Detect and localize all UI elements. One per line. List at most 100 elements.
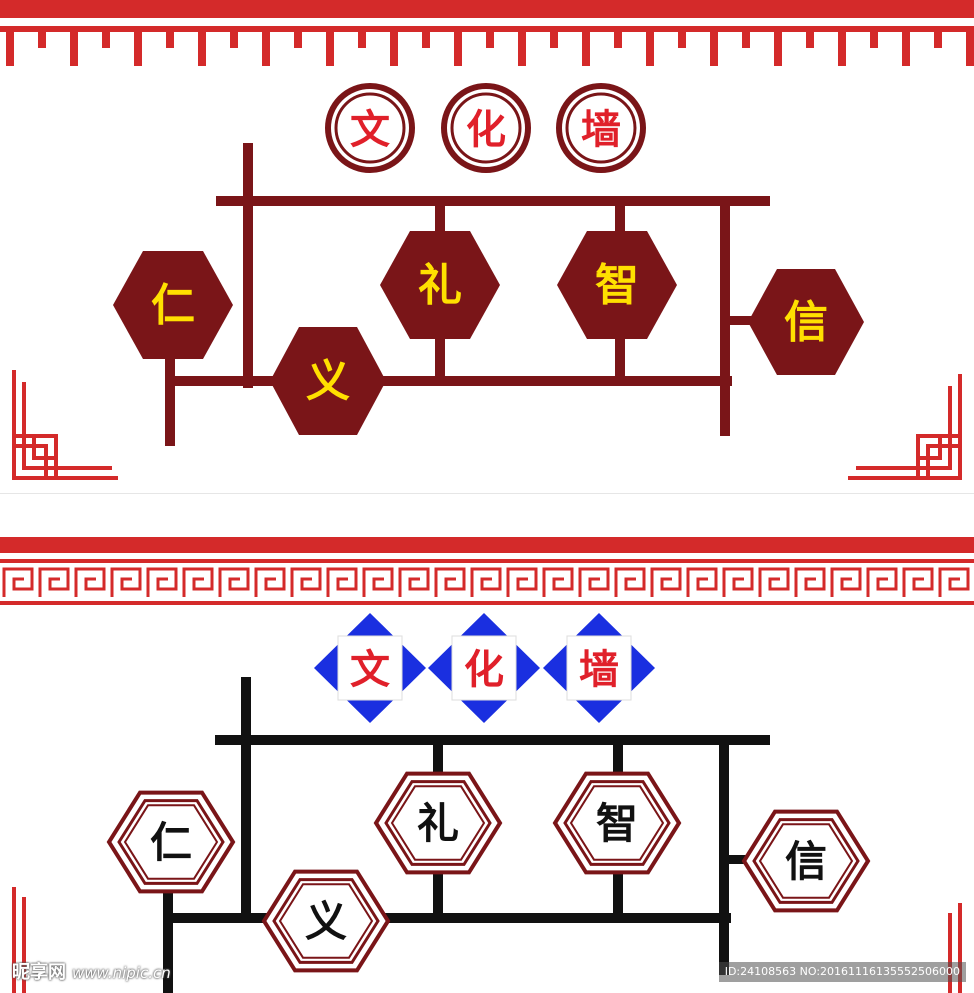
virtue-char-5: 信 [784,297,828,348]
culture-wall-black-artwork: 文 化 墙 仁义礼 智信 [0,537,974,993]
fringe-tooth [934,26,942,48]
virtue-hexagon-outline-1: 仁 [106,790,236,894]
fret-unit [650,567,682,597]
fringe-tooth [102,26,110,48]
fret-unit [290,567,322,597]
fringe-tooth [870,26,878,48]
virtue-hexagon-outline-4: 智 [552,771,682,875]
virtue-char-2: 义 [306,356,350,407]
fringe-tooth [294,26,302,48]
fret-unit [578,567,610,597]
title-char-2: 化 [466,106,506,153]
fret-unit [758,567,790,597]
fringe-tooth [454,26,462,66]
fringe-tooth [710,26,718,66]
fret-unit [74,567,106,597]
fringe-tooth [358,26,366,48]
corner-ornament-left [12,370,118,480]
fret-unit [866,567,898,597]
title-diamond-1: 文 [314,613,426,723]
fringe-tooth [774,26,782,66]
watermark-site-name: 昵享网 [12,962,66,983]
fringe-tooth [966,26,974,66]
hexagon-ring [272,878,380,964]
hexagon-ring [569,785,665,861]
virtue-hexagon-5: 信 [748,269,864,375]
fret-unit [686,567,718,597]
virtue-hexagon-outline-5: 信 [741,809,871,913]
fret-unit [830,567,862,597]
virtue-char-4: 智 [595,260,639,311]
watermark-site-url: www.nipic.cn [72,964,171,982]
title-diamond-3: 墙 [543,613,655,723]
fringe-tooth [486,26,494,48]
fringe-tooth [134,26,142,66]
fret-unit [38,567,70,597]
fret-unit [722,567,754,597]
virtue-hexagon-outline-3: 礼 [373,771,503,875]
fringe-tooth [262,26,270,66]
fringe-tooth [166,26,174,48]
culture-wall-red-artwork: 文 化 墙 仁 义 礼 [0,0,974,480]
virtue-hexagon-2: 义 [270,327,386,435]
virtue-hexagon-3: 礼 [380,231,500,339]
title-char-3: 墙 [581,106,621,153]
fringe-tooth [422,26,430,48]
fringe-tooth [646,26,654,66]
title-diamonds: 文 化 墙 [314,613,655,723]
hexagon-ring [752,818,860,904]
fringe-tooth [198,26,206,66]
culture-wall-design-red: 文 化 墙 仁 义 礼 [0,0,974,494]
fret-pattern-border [0,537,974,605]
fringe-tooth [518,26,526,66]
title-char-3-bottom: 墙 [579,646,619,693]
title-char-1: 文 [350,106,390,153]
fret-unit [542,567,574,597]
fringe-tooth [390,26,398,66]
fringe-tooth [838,26,846,66]
fret-unit [362,567,394,597]
fret-unit [938,567,970,597]
fret-unit [614,567,646,597]
fringe-tooth [614,26,622,48]
hexagon-ring [390,785,486,861]
fret-unit [218,567,250,597]
fret-unit [506,567,538,597]
fringe-tooth [550,26,558,48]
watermark-site: 昵享网 www.nipic.cn [12,958,171,984]
virtue-char-3: 礼 [418,260,462,311]
fret-unit [794,567,826,597]
fret-unit [110,567,142,597]
fret-unit [398,567,430,597]
fringe-tooth [70,26,78,66]
virtue-hexagons-red: 仁 义 礼 智 信 [113,231,864,435]
virtue-char-outline-5: 信 [785,837,827,886]
fringe-tooth [38,26,46,48]
fringe-tooth [230,26,238,48]
fret-unit [182,567,214,597]
title-char-2-bottom: 化 [464,646,504,693]
corner-ornament-right [848,374,962,480]
virtue-hexagon-4: 智 [557,231,677,339]
virtue-hexagon-1: 仁 [113,251,233,359]
culture-wall-design-black: 文 化 墙 仁义礼 智信 [0,537,974,993]
virtue-hexagon-outline-2: 义 [261,869,391,973]
fringe-tooth [678,26,686,48]
title-badge-2: 化 [441,83,531,173]
virtue-char-outline-4: 智 [596,799,638,848]
fret-unit [146,567,178,597]
watermark-image-info: ID:24108563 NO:20161116135552506000 [718,962,966,982]
hexagon-ring [384,780,492,866]
title-badge-3: 墙 [556,83,646,173]
fringe-tooth [582,26,590,66]
title-badges: 文 化 墙 [325,83,646,173]
hexagon-ring [758,823,854,899]
fret-unit [434,567,466,597]
fret-unit [470,567,502,597]
fringe-tooth [742,26,750,48]
title-badge-1: 文 [325,83,415,173]
fringe-tooth [806,26,814,48]
hexagon-ring [117,799,225,885]
fret-unit [254,567,286,597]
hexagon-ring [278,883,374,959]
